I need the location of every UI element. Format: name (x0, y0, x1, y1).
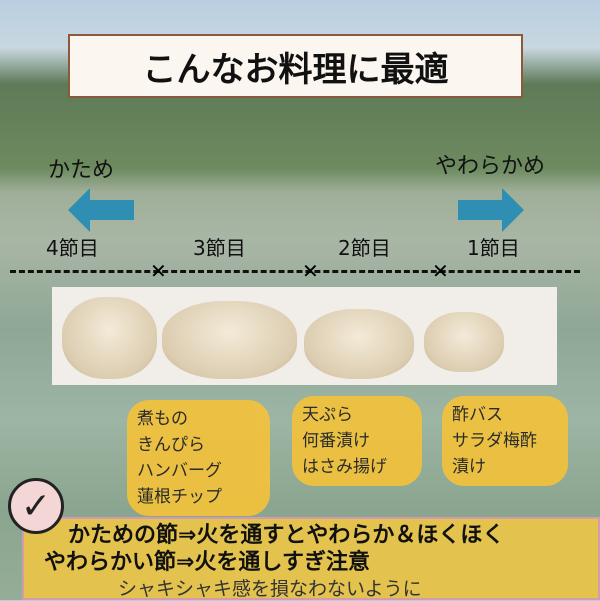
segment-3: 3節目 (193, 236, 246, 260)
marker-icon: ✕ (432, 259, 449, 283)
notes-box (22, 517, 600, 600)
dish: はさみ揚げ (302, 457, 387, 477)
soft-label: やわらかめ (435, 154, 546, 179)
firm-label: かため (48, 158, 115, 183)
bubble-soft: 酢バスサラダ梅酢漬け (442, 396, 568, 486)
note-line1: かための節⇒火を通すとやわらか＆ほくほく (68, 523, 505, 548)
dish: 蓮根チップ (137, 487, 222, 507)
marker-icon: ✕ (302, 259, 319, 283)
dish: ハンバーグ (137, 461, 222, 481)
dish: 何番漬け (302, 431, 370, 451)
dish: 酢バス (452, 405, 503, 425)
dish: 天ぷら (302, 405, 353, 425)
segment-2: 2節目 (338, 236, 391, 260)
bubble-firm: 煮ものきんぴらハンバーグ蓮根チップ (127, 400, 270, 516)
segment-1: 1節目 (467, 236, 520, 260)
checkmark-icon: ✓ (8, 478, 64, 534)
bubble-medium: 天ぷら何番漬けはさみ揚げ (292, 396, 422, 486)
dish: 漬け (452, 457, 486, 477)
marker-icon: ✕ (150, 259, 167, 283)
note-line2: やわらかい節⇒火を通しすぎ注意 (44, 550, 370, 575)
dish: サラダ梅酢 (452, 431, 537, 451)
page-title: こんなお料理に最適 (68, 34, 523, 98)
segment-4: 4節目 (46, 236, 99, 260)
dish: きんぴら (137, 435, 205, 455)
arrow-left-icon (68, 188, 134, 232)
lotus-root-image (52, 287, 557, 385)
divider-line (10, 270, 580, 273)
dish: 煮もの (137, 409, 188, 429)
note-line3: シャキシャキ感を損なわないように (118, 578, 422, 600)
arrow-right-icon (458, 188, 524, 232)
